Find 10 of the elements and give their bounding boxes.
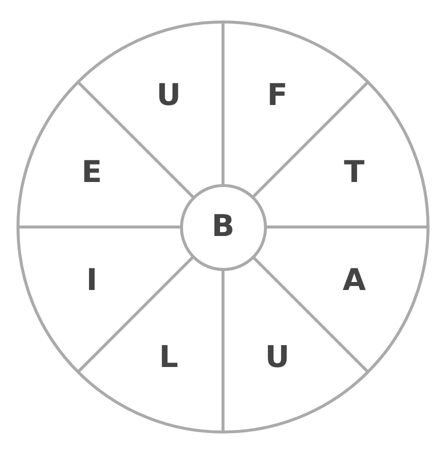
letter: U <box>265 343 290 374</box>
letter: B <box>212 212 234 242</box>
letter: T <box>344 158 364 188</box>
letter: E <box>82 158 102 188</box>
letter: U <box>156 80 181 111</box>
letter: L <box>159 343 178 374</box>
letter: A <box>342 266 366 296</box>
letter: I <box>86 266 98 296</box>
letter: F <box>267 80 288 111</box>
center-circle <box>180 184 266 270</box>
